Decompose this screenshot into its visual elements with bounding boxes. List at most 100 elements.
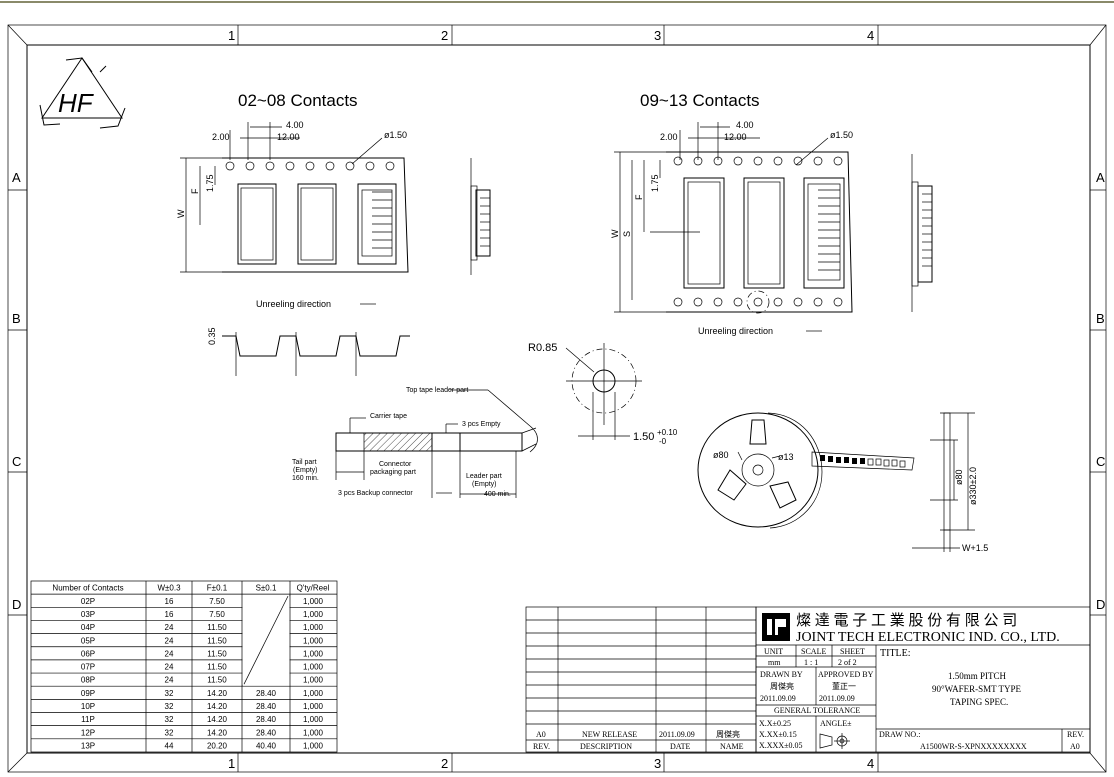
tape-backup: 3 pcs Backup connector <box>338 490 413 497</box>
zone-row-b: B <box>12 311 21 326</box>
table-cell: 28.40 <box>256 702 277 711</box>
table-cell: 11P <box>81 715 95 724</box>
table-header-cell: W±0.3 <box>157 584 181 593</box>
table-cell: 7.50 <box>209 597 225 606</box>
table-cell: 20.20 <box>207 741 228 750</box>
table-cell: 05P <box>81 636 95 645</box>
zone-col-4-bottom: 4 <box>867 756 874 771</box>
zone-col-2-bottom: 2 <box>441 756 448 771</box>
zone-labels: 1 2 3 4 1 2 3 4 A B C D A B C D <box>12 28 1105 771</box>
table-cell: 13P <box>81 741 95 750</box>
table-cell: 1,000 <box>303 689 324 698</box>
drawing-border <box>7 24 1107 773</box>
tape-layout-diagram: Top tape leader part Carrier tape 3 pcs … <box>292 387 538 498</box>
rev-header-desc: DESCRIPTION <box>580 742 632 751</box>
left-dim-f: F <box>190 188 200 194</box>
table-cell: 09P <box>81 689 95 698</box>
table-header-cell: F±0.1 <box>207 584 228 593</box>
zone-col-3-bottom: 3 <box>654 756 661 771</box>
table-cell: 16 <box>165 597 174 606</box>
tape-tail-3: 160 min. <box>292 475 319 482</box>
table-cell: 1,000 <box>303 623 324 632</box>
left-unreeling-label: Unreeling direction <box>256 299 331 309</box>
table-cell: 1,000 <box>303 649 324 658</box>
left-dim-12: 12.00 <box>277 132 300 142</box>
approved-by-name: 董正一 <box>832 681 856 691</box>
left-dim-hole: ø1.50 <box>384 130 407 140</box>
draw-no-label: DRAW NO.: <box>879 730 920 739</box>
halogen-free-logo: HF <box>39 57 126 129</box>
reel-v80: ø80 <box>954 469 964 485</box>
left-dim-035: 0.35 <box>207 327 217 345</box>
left-dim-w: W <box>176 209 186 218</box>
drawn-by-date: 2011.09.09 <box>760 694 796 703</box>
table-cell: 1,000 <box>303 597 324 606</box>
detail-dim-150: 1.50 <box>633 431 654 443</box>
zone-col-4: 4 <box>867 28 874 43</box>
right-dim-175: 1.75 <box>650 174 660 192</box>
tape-empty3: 3 pcs Empty <box>462 421 501 428</box>
zone-row-d-right: D <box>1096 597 1105 612</box>
logo-text: HF <box>58 88 95 118</box>
title-rev-value: A0 <box>1070 742 1080 751</box>
zone-row-b-right: B <box>1096 311 1105 326</box>
table-cell: 14.20 <box>207 715 228 724</box>
tolerance-2: X.XX±0.15 <box>759 730 797 739</box>
sprocket-hole-detail: R0.85 1.50 +0.10 -0 <box>528 342 678 446</box>
table-cell: 1,000 <box>303 715 324 724</box>
table-cell: 28.40 <box>256 689 277 698</box>
table-cell: 28.40 <box>256 715 277 724</box>
title-line-3: TAPING SPEC. <box>950 697 1008 707</box>
rev-header-name: NAME <box>720 742 744 751</box>
detail-r085: R0.85 <box>528 342 557 354</box>
table-cell: 07P <box>81 663 95 672</box>
tolerance-3: X.XXX±0.05 <box>759 741 803 750</box>
company-name-cn: 燦 達 電 子 工 業 股 份 有 限 公 司 <box>796 612 1017 629</box>
draw-no-value: A1500WR-S-XPNXXXXXXXX <box>920 742 1027 751</box>
rev-header-date: DATE <box>670 742 691 751</box>
zone-col-3: 3 <box>654 28 661 43</box>
table-cell: 1,000 <box>303 728 324 737</box>
zone-col-1-bottom: 1 <box>228 756 235 771</box>
table-cell: 11.50 <box>207 649 227 658</box>
detail-tol-minus: -0 <box>659 437 667 446</box>
title-line-2: 90°WAFER-SMT TYPE <box>932 684 1022 694</box>
left-dim-2: 2.00 <box>212 132 230 142</box>
reel-diagram: ø80 ø13 ø80 ø330±2.0 W+1.5 <box>697 412 988 553</box>
right-carrier-tape-view: 09~13 Contacts 4.00 2.00 12.00 ø1.50 W S… <box>610 91 933 336</box>
left-dim-175: 1.75 <box>205 174 215 192</box>
table-cell: 32 <box>165 689 174 698</box>
table-cell: 12P <box>81 728 95 737</box>
table-cell: 28.40 <box>256 728 277 737</box>
table-cell: 10P <box>81 702 95 711</box>
table-cell: 11.50 <box>207 663 227 672</box>
right-unreeling-label: Unreeling direction <box>698 326 773 336</box>
detail-tol-plus: +0.10 <box>657 428 678 437</box>
table-cell: 11.50 <box>207 676 227 685</box>
table-cell: 44 <box>165 741 174 750</box>
zone-col-2: 2 <box>441 28 448 43</box>
approved-by-date: 2011.09.09 <box>819 694 855 703</box>
zone-col-1: 1 <box>228 28 235 43</box>
title-rev-label: REV. <box>1067 730 1084 739</box>
table-cell: 1,000 <box>303 741 324 750</box>
table-cell: 24 <box>165 636 174 645</box>
table-header-cell: Q'ty/Reel <box>297 584 330 593</box>
table-cell: 32 <box>165 715 174 724</box>
table-cell: 24 <box>165 663 174 672</box>
zone-row-d: D <box>12 597 21 612</box>
table-cell: 14.20 <box>207 728 228 737</box>
zone-row-a-right: A <box>1096 170 1105 185</box>
zone-row-a: A <box>12 170 21 185</box>
sheet-value: 2 of 2 <box>838 658 857 667</box>
approved-by-label: APPROVED BY <box>818 670 874 679</box>
drawn-by-name: 周傑亮 <box>770 681 794 691</box>
table-cell: 32 <box>165 728 174 737</box>
rev-header-rev: REV. <box>533 742 550 751</box>
table-cell: 1,000 <box>303 663 324 672</box>
general-tolerance-label: GENERAL TOLERANCE <box>774 706 860 715</box>
zone-row-c-right: C <box>1096 454 1105 469</box>
table-cell: 1,000 <box>303 702 324 711</box>
rev-entry-name: 周傑亮 <box>716 729 740 739</box>
